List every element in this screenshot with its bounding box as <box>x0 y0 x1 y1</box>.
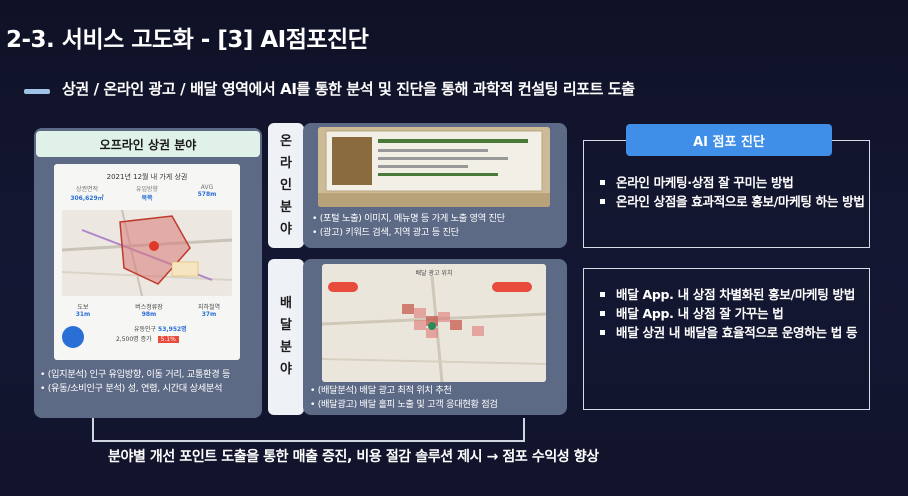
population-change: 5.1% <box>157 336 179 343</box>
transport-bus-label: 버스정류장 <box>135 304 163 311</box>
population-badge-icon <box>62 326 84 348</box>
ai-delivery-list: 배달 App. 내 상점 차별화된 홍보/마케팅 방법 배달 App. 내 상점… <box>596 286 866 343</box>
online-screenshot-graphic <box>318 127 550 207</box>
online-tab: 온 라 인 분 야 <box>268 123 304 248</box>
population-label: 유동인구 <box>134 326 157 333</box>
ai-online-list: 온라인 마케팅·상점 잘 꾸미는 방법 온라인 상점을 효과적으로 홍보/마케팅… <box>596 174 866 212</box>
ai-delivery-box <box>583 268 870 410</box>
online-tab-char: 분 <box>280 199 292 215</box>
delivery-tab: 배 달 분 야 <box>268 259 304 415</box>
bullet-icon <box>600 199 605 204</box>
offline-screenshot-caption: 2021년 12월 내 가게 상권 <box>106 173 188 181</box>
subtitle-bar <box>24 89 50 94</box>
ai-online-item-text: 온라인 상점을 효과적으로 홍보/마케팅 하는 방법 <box>616 194 865 209</box>
stat-distance: AVG 578m <box>182 184 232 198</box>
transport-subway-value: 37m <box>201 311 217 318</box>
population-row: 유동인구 53,952명 <box>134 324 187 333</box>
transport-walk-value: 31m <box>75 311 91 318</box>
online-tab-char: 인 <box>280 177 292 193</box>
stat-direction-label: 유입방향 <box>135 186 159 193</box>
transport-subway-label: 지하철역 <box>197 304 221 311</box>
transport-walk: 도보 31m <box>68 302 98 318</box>
ai-delivery-item: 배달 App. 내 상점 차별화된 홍보/마케팅 방법 <box>596 286 866 303</box>
stat-distance-value: 578m <box>197 191 217 198</box>
ai-online-item-text: 온라인 마케팅·상점 잘 꾸미는 방법 <box>616 175 794 190</box>
ai-online-item: 온라인 마케팅·상점 잘 꾸미는 방법 <box>596 174 866 191</box>
delivery-map-graphic <box>322 275 546 382</box>
slide-title: 2-3. 서비스 고도화 - [3] AI점포진단 <box>6 27 369 53</box>
online-bullets: • (포털 노출) 이미지, 메뉴명 등 가게 노출 영역 진단 • (광고) … <box>312 212 505 240</box>
stat-area: 상권면적 306,629㎡ <box>62 184 112 202</box>
delivery-tab-char: 야 <box>280 362 292 377</box>
ai-delivery-item-text: 배달 App. 내 상점 잘 가꾸는 법 <box>616 306 784 321</box>
population-change-row: 2,500명 증가 5.1% <box>116 334 179 343</box>
offline-bullets: • (입지분석) 인구 유입방향, 이동 거리, 교통환경 등 • (유동/소비… <box>40 368 264 396</box>
online-tab-char: 라 <box>280 155 292 171</box>
slide-subtitle: 상권 / 온라인 광고 / 배달 영역에서 AI를 통한 분석 및 진단을 통해… <box>62 80 635 98</box>
bullet-icon <box>600 180 605 185</box>
delivery-bullet-2: • (배달광고) 배달 홀피 노출 및 고객 응대현황 점검 <box>310 399 498 410</box>
stat-distance-label: AVG <box>200 184 214 191</box>
trade-area-map-graphic <box>62 210 232 296</box>
delivery-bullets: • (배달분석) 배달 광고 최적 위치 추천 • (배달광고) 배달 홀피 노… <box>310 384 498 412</box>
ai-delivery-item-text: 배달 상권 내 배달을 효율적으로 운영하는 법 등 <box>616 325 858 340</box>
ai-delivery-item: 배달 상권 내 배달을 효율적으로 운영하는 법 등 <box>596 324 866 341</box>
offline-bullet-2: • (유동/소비인구 분석) 성, 연령, 시간대 상세분석 <box>40 383 223 394</box>
online-bullet-2: • (광고) 키워드 검색, 지역 광고 등 진단 <box>312 227 459 238</box>
ai-delivery-item-text: 배달 App. 내 상점 차별화된 홍보/마케팅 방법 <box>616 287 855 302</box>
transport-bus: 버스정류장 98m <box>132 302 166 318</box>
delivery-bullet-1: • (배달분석) 배달 광고 최적 위치 추천 <box>310 385 452 396</box>
ai-online-item: 온라인 상점을 효과적으로 홍보/마케팅 하는 방법 <box>596 193 866 210</box>
offline-header: 오프라인 상권 분야 <box>36 131 260 157</box>
stat-area-label: 상권면적 <box>75 186 99 193</box>
bullet-icon <box>600 311 605 316</box>
bullet-icon <box>600 330 605 335</box>
population-increase: 2,500명 증가 <box>116 336 152 343</box>
transport-stats: 도보 31m 버스정류장 98m 지하철역 37m 유동인구 53,952명 2… <box>54 300 240 360</box>
delivery-screenshot-caption: 배달 광고 위치 <box>415 270 453 277</box>
transport-bus-value: 98m <box>141 311 157 318</box>
transport-walk-label: 도보 <box>77 304 89 311</box>
online-tab-char: 온 <box>280 133 292 149</box>
online-tab-char: 야 <box>280 221 292 237</box>
bullet-icon <box>600 292 605 297</box>
offline-bullet-1: • (입지분석) 인구 유입방향, 이동 거리, 교통환경 등 <box>40 369 231 380</box>
ai-diagnosis-header: AI 점포 진단 <box>626 124 832 156</box>
stat-area-value: 306,629㎡ <box>70 195 104 202</box>
population-value: 53,952명 <box>158 326 187 333</box>
transport-subway: 지하철역 37m <box>192 302 226 318</box>
delivery-screenshot: 배달 광고 위치 <box>322 264 546 382</box>
trade-area-map <box>62 210 232 296</box>
conclusion-text: 분야별 개선 포인트 도출을 통한 매출 증진, 비용 절감 솔루션 제시 → … <box>108 449 599 465</box>
stat-direction-value: 북쪽 <box>141 195 153 202</box>
offline-screenshot: 2021년 12월 내 가게 상권 상권면적 306,629㎡ 유입방향 북쪽 … <box>54 164 240 360</box>
online-screenshot <box>318 127 550 207</box>
conclusion-bracket <box>92 418 525 442</box>
online-bullet-1: • (포털 노출) 이미지, 메뉴명 등 가게 노출 영역 진단 <box>312 213 505 224</box>
delivery-tab-char: 배 <box>280 296 292 311</box>
delivery-tab-char: 달 <box>280 318 292 333</box>
delivery-tab-char: 분 <box>280 340 292 355</box>
ai-delivery-item: 배달 App. 내 상점 잘 가꾸는 법 <box>596 305 866 322</box>
stat-direction: 유입방향 북쪽 <box>122 184 172 202</box>
